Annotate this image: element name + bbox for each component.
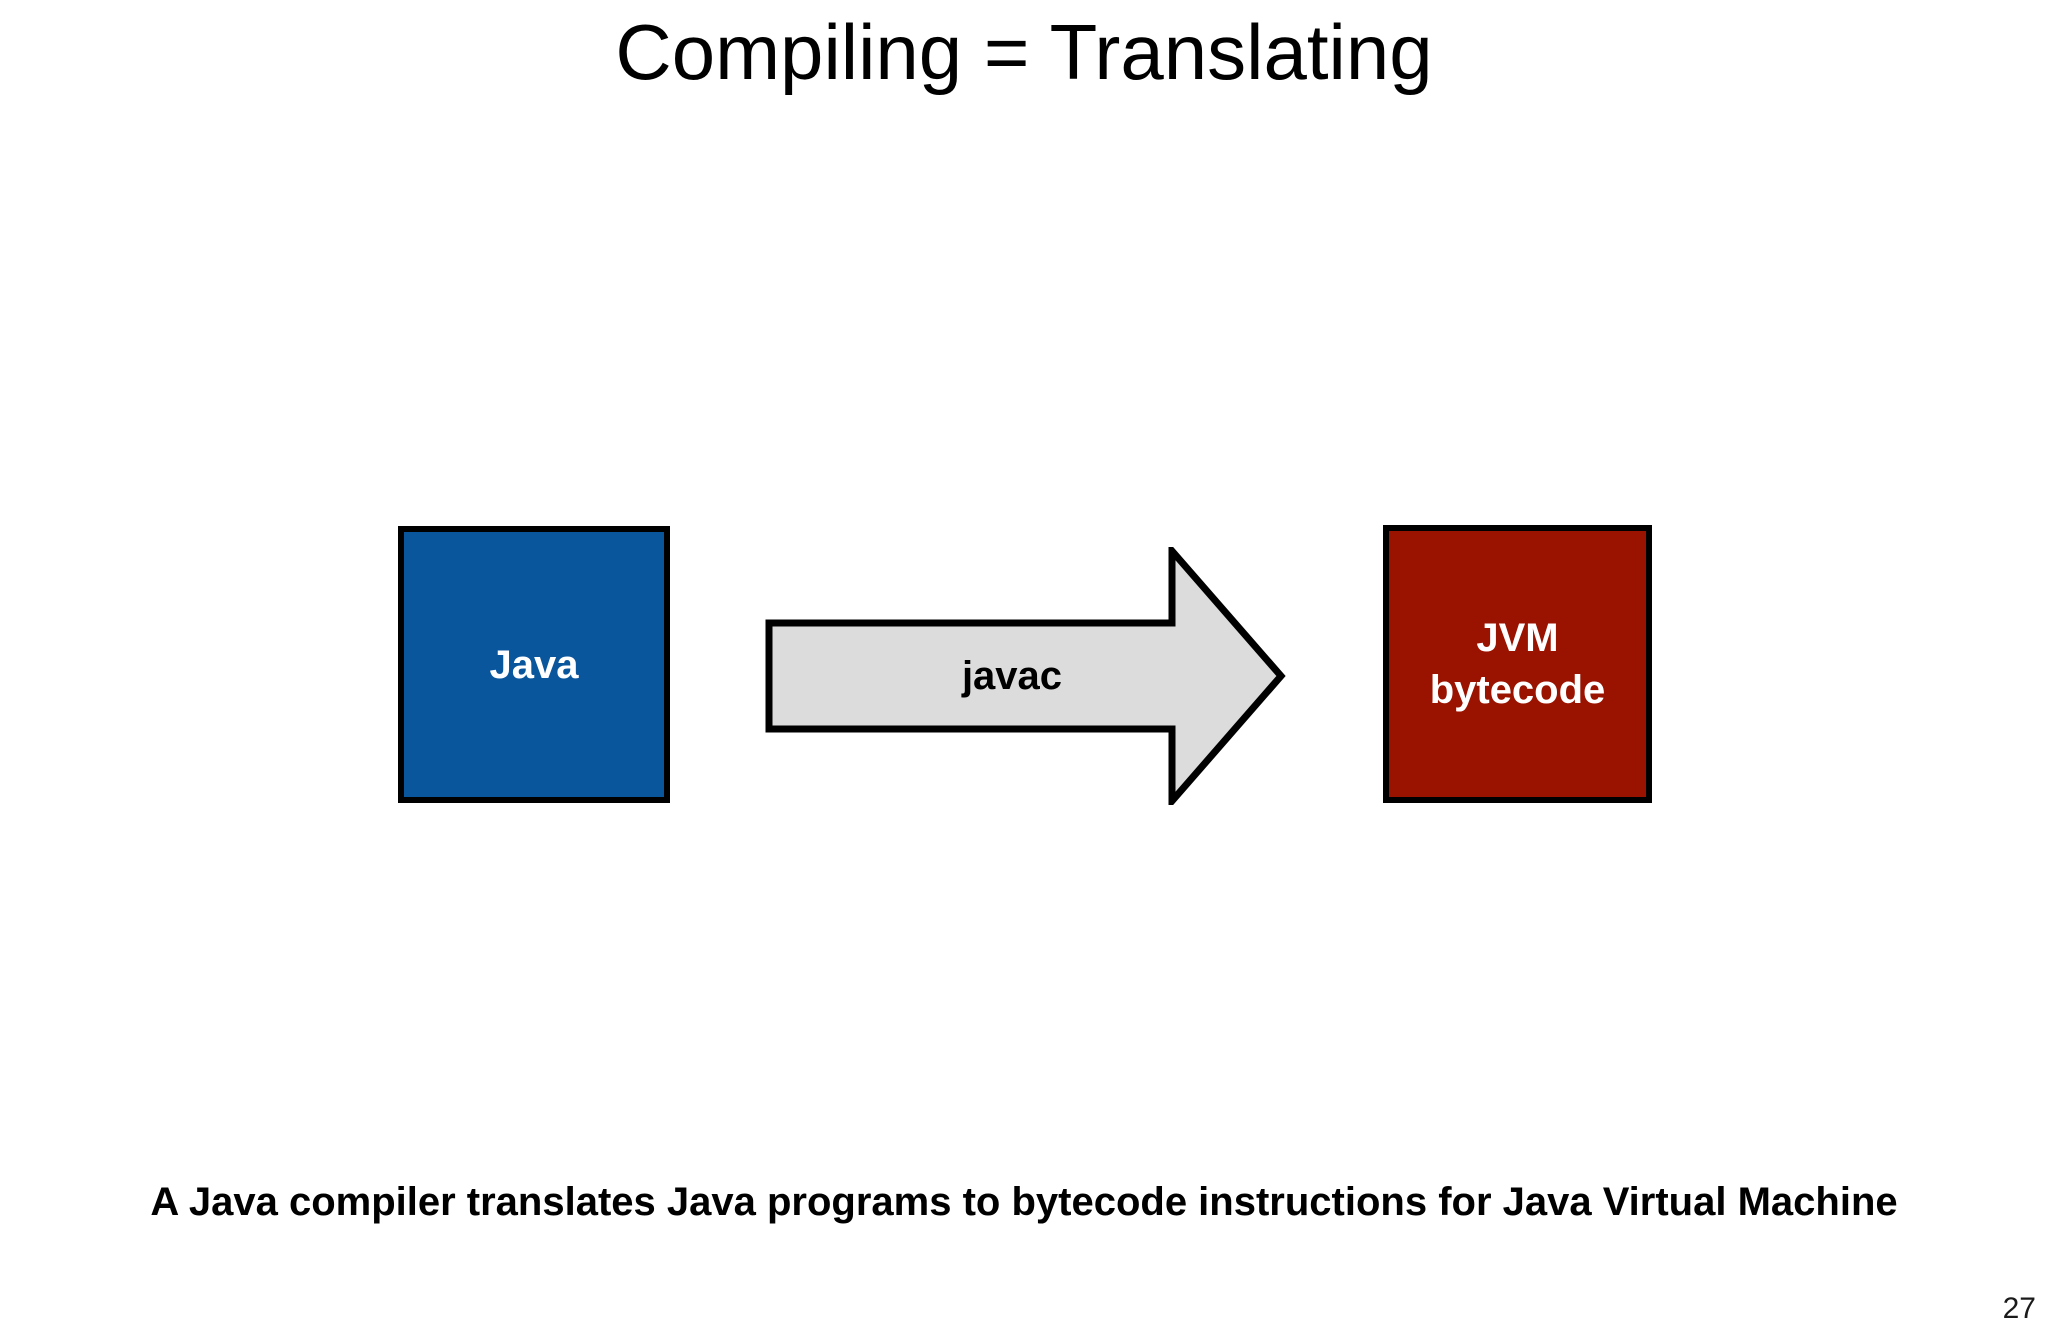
jvm-bytecode-box: JVM bytecode bbox=[1383, 525, 1652, 803]
java-source-label: Java bbox=[489, 642, 579, 687]
slide-caption: A Java compiler translates Java programs… bbox=[150, 1180, 1898, 1224]
page-number: 27 bbox=[2002, 1292, 2036, 1325]
java-source-box: Java bbox=[398, 526, 670, 803]
jvm-bytecode-label-line1: JVM bbox=[1476, 616, 1559, 660]
compile-arrow: javac bbox=[765, 547, 1289, 805]
jvm-bytecode-label-line2: bytecode bbox=[1429, 668, 1606, 712]
right-arrow-icon bbox=[765, 547, 1286, 805]
compiler-label: javac bbox=[961, 653, 1063, 698]
jvm-bytecode-label: JVM bytecode bbox=[1430, 612, 1606, 716]
slide-title: Compiling = Translating bbox=[615, 8, 1433, 96]
arrow-shape bbox=[765, 547, 1286, 805]
